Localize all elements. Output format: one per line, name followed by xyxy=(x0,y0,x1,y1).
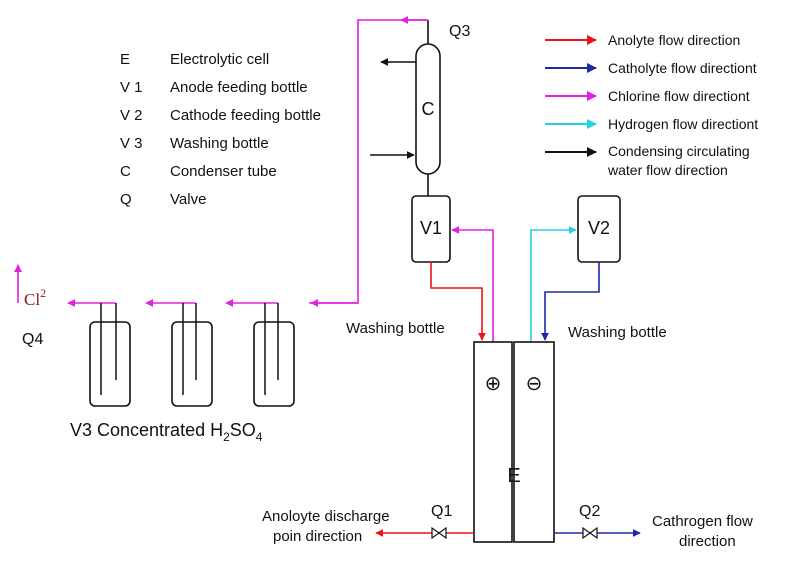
legend-flow-label: Catholyte flow directiont xyxy=(608,60,757,76)
valve-q2-label: Q2 xyxy=(579,503,600,520)
valve-q3-label: Q3 xyxy=(449,23,470,40)
washing-bottles xyxy=(89,303,295,407)
legend-flow-label: Chlorine flow directiont xyxy=(608,88,750,104)
legend-label: Washing bottle xyxy=(170,135,269,152)
symbol-legend-row: V 2 Cathode feeding bottle xyxy=(120,107,321,124)
anolyte-discharge-label: Anoloyte discharge xyxy=(262,508,390,525)
catholyte-feed-arrow xyxy=(541,262,600,341)
valve-q2-icon xyxy=(582,526,598,540)
legend-label: Electrolytic cell xyxy=(170,51,269,68)
legend-flow-label: Condensing circulating xyxy=(608,143,750,159)
legend-symbol: E xyxy=(120,51,130,68)
chlorine-route xyxy=(14,16,494,342)
anode-feeding-bottle-label: V1 xyxy=(420,218,442,238)
cathode-feeding-bottle-label: V2 xyxy=(588,218,610,238)
washing-bottle xyxy=(171,303,213,407)
flow-legend: Anolyte flow direction Catholyte flow di… xyxy=(545,32,758,178)
legend-symbol: V 2 xyxy=(120,107,143,124)
anolyte-discharge-label: poin direction xyxy=(273,528,362,545)
legend-label: Anode feeding bottle xyxy=(170,79,308,96)
catholyte-discharge-label: Cathrogen flow xyxy=(652,513,753,530)
valve-q1-label: Q1 xyxy=(431,503,452,520)
legend-flow-label: Anolyte flow direction xyxy=(608,32,740,48)
washing-bottle-caption: V3 Concentrated H2SO4 xyxy=(70,420,263,444)
condenser-label: C xyxy=(422,99,435,119)
electrolytic-cell: ⊕ ⊖ E xyxy=(473,341,555,543)
cell-label: E xyxy=(507,465,520,487)
washing-bottle-right-label: Washing bottle xyxy=(568,324,667,341)
washing-bottle-left-label: Washing bottle xyxy=(346,320,445,337)
cathode-chamber xyxy=(513,341,555,543)
washing-bottle xyxy=(253,303,295,407)
hydrogen-to-v2-arrow xyxy=(530,226,577,342)
legend-symbol: Q xyxy=(120,191,132,208)
legend-label: Valve xyxy=(170,191,206,208)
anolyte-feed-arrow xyxy=(430,262,486,341)
valve-q4-label: Q4 xyxy=(22,331,43,348)
legend-flow-label: water flow direction xyxy=(607,162,728,178)
anode-symbol: ⊕ xyxy=(485,373,502,395)
legend-label: Condenser tube xyxy=(170,163,277,180)
symbol-legend-row: Q Valve xyxy=(120,191,206,208)
legend-symbol: C xyxy=(120,163,131,180)
valve-q1-icon xyxy=(431,526,447,540)
catholyte-discharge-label: direction xyxy=(679,533,736,550)
symbol-legend-row: V 1 Anode feeding bottle xyxy=(120,79,308,96)
legend-symbol: V 1 xyxy=(120,79,143,96)
legend-flow-label: Hydrogen flow directiont xyxy=(608,116,758,132)
chlorine-from-anode-arrow xyxy=(451,226,494,342)
washing-bottle xyxy=(89,303,131,407)
condenser-tube: C xyxy=(370,20,441,196)
legend-symbol: V 3 xyxy=(120,135,143,152)
symbol-legend-row: V 3 Washing bottle xyxy=(120,135,269,152)
chlorine-outlet-label: Cl2 xyxy=(24,286,46,309)
anode-chamber xyxy=(473,341,513,543)
symbol-legend-row: E Electrolytic cell xyxy=(120,51,269,68)
symbol-legend-row: C Condenser tube xyxy=(120,163,277,180)
cathode-symbol: ⊖ xyxy=(526,373,543,395)
legend-label: Cathode feeding bottle xyxy=(170,107,321,124)
symbol-legend: E Electrolytic cell V 1 Anode feeding bo… xyxy=(120,51,321,208)
